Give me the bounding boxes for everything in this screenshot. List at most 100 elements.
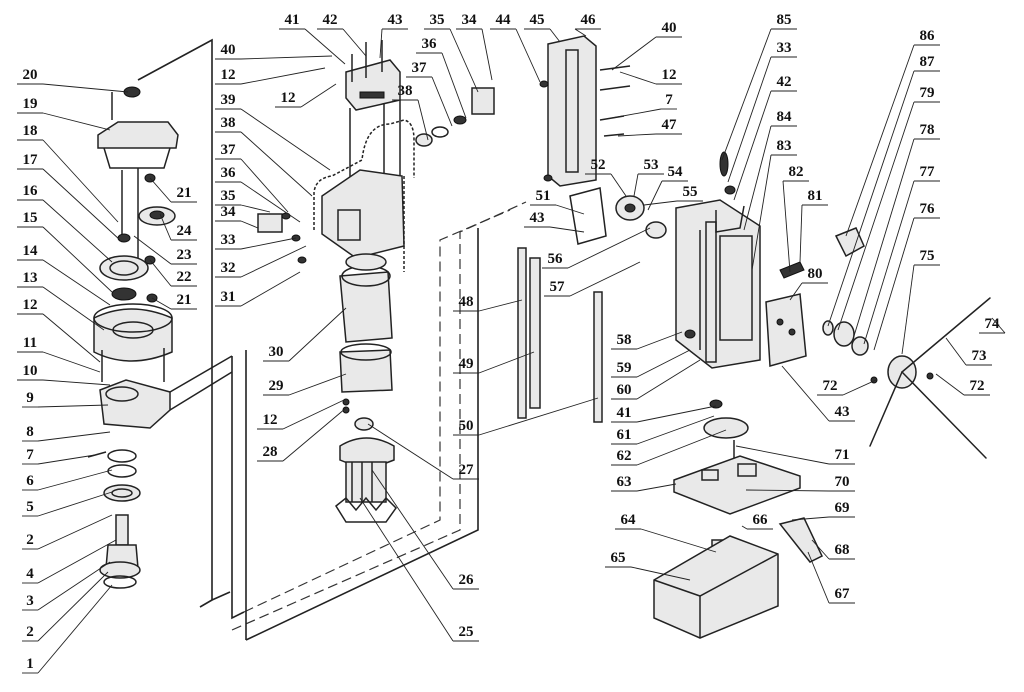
callout-label: 80 xyxy=(808,266,823,282)
callout-label: 54 xyxy=(668,164,684,180)
callout-label: 47 xyxy=(662,117,678,133)
callout-label: 39 xyxy=(221,92,236,108)
callout-label: 83 xyxy=(777,138,792,154)
callout-label: 65 xyxy=(611,550,626,566)
callout-leader xyxy=(379,28,383,59)
callout-label: 1 xyxy=(26,656,34,672)
callout-leader xyxy=(37,571,109,642)
callout-leader xyxy=(240,67,326,85)
callout-leader xyxy=(282,407,347,462)
callout-label: 35 xyxy=(221,188,236,204)
callout-label: 13 xyxy=(23,270,38,286)
callout-label: 34 xyxy=(462,12,478,28)
callout-leader xyxy=(288,373,347,396)
callout-label: 37 xyxy=(412,60,428,76)
callout-label: 49 xyxy=(459,356,474,372)
callout-label: 18 xyxy=(23,123,38,139)
callout-label: 21 xyxy=(177,292,192,308)
callout-leader xyxy=(367,423,454,480)
callout-leader xyxy=(811,539,830,560)
callout-label: 17 xyxy=(23,152,39,168)
callout-leader xyxy=(240,271,301,307)
callout-leader xyxy=(837,101,915,331)
callout-leader xyxy=(636,331,683,350)
callout-leader xyxy=(37,514,113,550)
callout-leader xyxy=(782,180,791,273)
callout-label: 41 xyxy=(285,12,300,28)
callout-label: 40 xyxy=(221,42,236,58)
callout-leader xyxy=(441,52,467,119)
gearbox-assembly xyxy=(87,86,233,589)
callout-leader xyxy=(42,379,111,386)
callout-label: 43 xyxy=(835,404,850,420)
callout-label: 85 xyxy=(777,12,792,28)
callout-leader xyxy=(42,199,113,263)
callout-label: 62 xyxy=(617,448,632,464)
callout-label: 41 xyxy=(617,405,632,421)
callout-leader xyxy=(636,359,701,400)
callout-label: 7 xyxy=(665,92,673,108)
callout-label: 71 xyxy=(835,447,850,463)
callout-leader xyxy=(555,204,585,215)
callout-leader xyxy=(636,429,727,466)
callout-label: 43 xyxy=(530,210,545,226)
callout-leader xyxy=(791,516,830,521)
callout-leader xyxy=(636,415,715,445)
callout-leader xyxy=(478,397,599,436)
callout-label: 12 xyxy=(221,67,236,83)
callout-leader xyxy=(149,177,172,203)
callout-leader xyxy=(37,469,113,491)
callout-label: 8 xyxy=(26,424,34,440)
callout-leader xyxy=(42,139,119,223)
callout-labels: 1234256789101112131415161718192021242322… xyxy=(23,12,1001,672)
callout-leader xyxy=(863,180,915,345)
callout-leader xyxy=(735,445,830,465)
callout-label: 25 xyxy=(459,624,474,640)
callout-leader xyxy=(304,28,346,65)
callout-leader xyxy=(151,297,172,310)
callout-leader xyxy=(37,491,113,517)
callout-label: 67 xyxy=(835,586,851,602)
callout-leader xyxy=(37,404,109,408)
callout-label: 69 xyxy=(835,500,850,516)
callout-label: 56 xyxy=(548,251,564,267)
callout-label: 73 xyxy=(972,348,987,364)
callout-label: 21 xyxy=(177,185,192,201)
callout-leader xyxy=(610,173,627,197)
callout-leader xyxy=(37,584,113,674)
callout-leader xyxy=(743,125,772,231)
callout-label: 9 xyxy=(26,390,34,406)
callout-label: 42 xyxy=(777,74,792,90)
callout-label: 82 xyxy=(789,164,804,180)
callout-label: 45 xyxy=(530,12,545,28)
callout-label: 59 xyxy=(617,360,632,376)
callout-leader xyxy=(240,220,259,229)
callout-leader xyxy=(478,299,523,312)
callout-label: 32 xyxy=(221,260,236,276)
callout-leader xyxy=(751,154,772,271)
callout-leader xyxy=(478,351,535,374)
callout-leader xyxy=(42,313,101,363)
callout-label: 75 xyxy=(920,248,935,264)
assembly-frame-lines xyxy=(137,38,527,641)
rail-assembly xyxy=(517,35,631,423)
callout-label: 3 xyxy=(26,593,34,609)
callout-leader xyxy=(240,181,301,223)
callout-label: 50 xyxy=(459,418,474,434)
callout-label: 78 xyxy=(920,122,935,138)
callout-label: 87 xyxy=(920,54,936,70)
callout-leader xyxy=(636,349,691,378)
callout-leader xyxy=(42,351,101,373)
callout-label: 33 xyxy=(221,232,236,248)
callout-leader xyxy=(799,204,803,263)
callout-label: 81 xyxy=(808,188,823,204)
callout-label: 20 xyxy=(23,67,38,83)
callout-label: 2 xyxy=(26,532,34,548)
callout-label: 34 xyxy=(221,204,237,220)
callout-label: 79 xyxy=(920,85,935,101)
callout-leader xyxy=(240,245,307,278)
callout-label: 43 xyxy=(388,12,403,28)
callout-label: 10 xyxy=(23,363,38,379)
callout-label: 31 xyxy=(221,289,236,305)
